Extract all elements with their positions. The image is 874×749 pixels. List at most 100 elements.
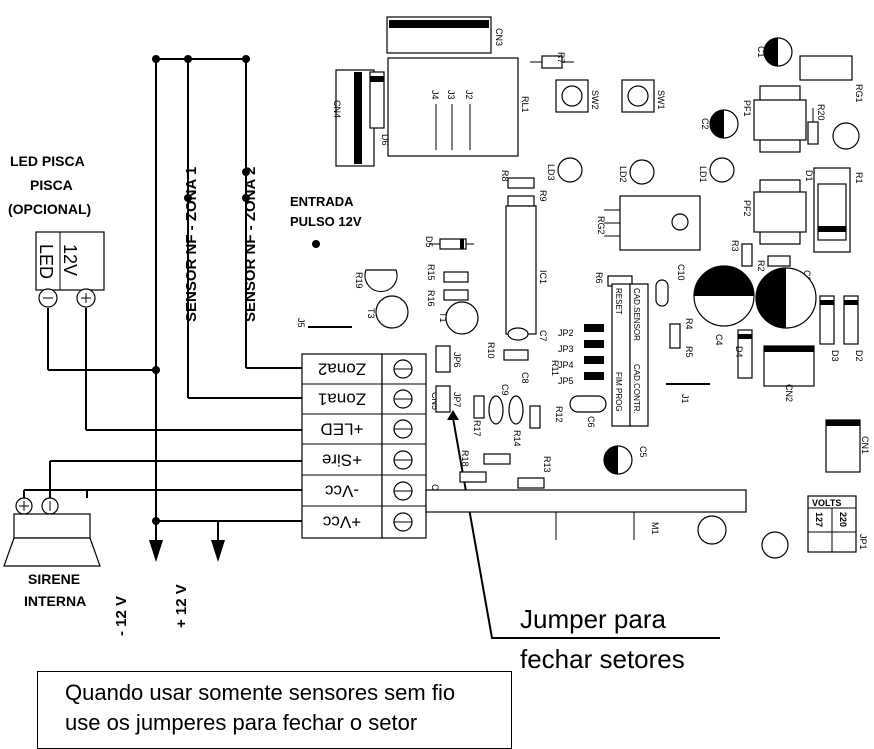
svg-text:D4: D4 bbox=[734, 346, 744, 358]
terminal-screws bbox=[393, 359, 413, 532]
svg-text:J4: J4 bbox=[430, 90, 440, 100]
led-module bbox=[35, 231, 105, 291]
svg-text:VOLTS: VOLTS bbox=[812, 498, 841, 508]
callout-line-1: Jumper para bbox=[520, 604, 666, 634]
svg-text:R11: R11 bbox=[550, 360, 560, 376]
entrada-label-2: PULSO 12V bbox=[290, 214, 362, 229]
svg-text:R15: R15 bbox=[426, 264, 436, 281]
svg-text:IC1: IC1 bbox=[538, 270, 548, 284]
svg-text:R5: R5 bbox=[684, 346, 694, 358]
svg-text:RESET: RESET bbox=[614, 288, 623, 315]
svg-text:RL1: RL1 bbox=[520, 96, 530, 113]
svg-text:JP5: JP5 bbox=[558, 376, 574, 386]
svg-text:C8: C8 bbox=[520, 372, 530, 384]
terminal-sire: +Sire bbox=[322, 451, 362, 470]
ic1-chip bbox=[505, 205, 537, 335]
led-title-3: (OPCIONAL) bbox=[8, 201, 91, 217]
svg-text:CN3: CN3 bbox=[494, 28, 504, 46]
svg-text:M1: M1 bbox=[650, 522, 660, 535]
svg-text:R9: R9 bbox=[538, 190, 548, 202]
sensor-zona1-label: SENSOR NF - ZONA 1 bbox=[183, 167, 200, 322]
svg-text:220: 220 bbox=[838, 512, 848, 527]
svg-text:CN5: CN5 bbox=[430, 392, 440, 410]
svg-text:D2: D2 bbox=[854, 350, 864, 362]
terminal-vcc-neg: -Vcc bbox=[325, 482, 360, 501]
jumper-jp7 bbox=[435, 385, 451, 413]
terminal-block bbox=[301, 353, 383, 539]
svg-text:RG2: RG2 bbox=[596, 216, 606, 235]
svg-text:R14: R14 bbox=[512, 430, 522, 447]
led-title-1: LED PISCA bbox=[10, 153, 85, 169]
svg-text:CN1: CN1 bbox=[860, 436, 870, 454]
entrada-label-1: ENTRADA bbox=[290, 194, 354, 209]
svg-text:R16: R16 bbox=[426, 290, 436, 307]
svg-text:FIM PROG: FIM PROG bbox=[614, 372, 623, 412]
sirene-label-1: SIRENE bbox=[28, 571, 80, 587]
svg-text:R19: R19 bbox=[354, 272, 364, 289]
svg-text:RG1: RG1 bbox=[854, 84, 864, 103]
svg-text:R18: R18 bbox=[460, 450, 470, 467]
svg-text:J2: J2 bbox=[464, 90, 474, 100]
callout-line-2: fechar setores bbox=[520, 644, 685, 674]
led-volt-label: 12V bbox=[60, 244, 80, 276]
svg-text:R20: R20 bbox=[816, 104, 826, 121]
svg-text:JP2: JP2 bbox=[558, 328, 574, 338]
note-line-2: use os jumperes para fechar o setor bbox=[65, 710, 418, 735]
svg-text:D6: D6 bbox=[380, 134, 390, 146]
svg-text:C5: C5 bbox=[638, 446, 648, 458]
svg-text:C1: C1 bbox=[756, 46, 766, 58]
sirene-label-2: INTERNA bbox=[24, 593, 86, 609]
terminal-led: +LED bbox=[321, 420, 364, 439]
svg-text:R13: R13 bbox=[542, 456, 552, 473]
svg-text:D3: D3 bbox=[830, 350, 840, 362]
siren-body bbox=[13, 513, 91, 539]
svg-text:R1: R1 bbox=[854, 172, 864, 184]
svg-text:JP3: JP3 bbox=[558, 344, 574, 354]
svg-text:CAD.SENSOR: CAD.SENSOR bbox=[632, 288, 641, 341]
svg-text:C6: C6 bbox=[586, 416, 596, 428]
sensor-zona2-label: SENSOR NF - ZONA 2 bbox=[242, 167, 259, 322]
minus-12v-label: - 12 V bbox=[113, 596, 130, 636]
relay-rl1 bbox=[387, 57, 519, 157]
svg-text:CN2: CN2 bbox=[784, 384, 794, 402]
svg-text:LD2: LD2 bbox=[618, 166, 628, 183]
svg-text:LD1: LD1 bbox=[698, 166, 708, 183]
svg-text:JP4: JP4 bbox=[558, 360, 574, 370]
svg-text:R10: R10 bbox=[486, 342, 496, 359]
svg-text:J3: J3 bbox=[446, 90, 456, 100]
svg-text:LD3: LD3 bbox=[546, 164, 556, 181]
svg-text:PF1: PF1 bbox=[742, 100, 752, 117]
plus-12v-label: + 12 V bbox=[173, 584, 190, 628]
svg-text:127: 127 bbox=[814, 512, 824, 527]
svg-text:JP1: JP1 bbox=[858, 534, 868, 550]
note-box: Quando usar somente sensores sem fio use… bbox=[37, 671, 512, 749]
pulse-input-dot bbox=[312, 240, 320, 248]
svg-text:J1: J1 bbox=[680, 394, 690, 404]
led-body-label: LED bbox=[36, 244, 56, 279]
svg-text:JP6: JP6 bbox=[452, 352, 462, 368]
svg-text:JP7: JP7 bbox=[452, 392, 462, 408]
svg-text:PF2: PF2 bbox=[742, 200, 752, 217]
svg-text:D1: D1 bbox=[804, 170, 814, 182]
svg-text:R8: R8 bbox=[500, 170, 510, 182]
svg-text:SW2: SW2 bbox=[590, 90, 600, 110]
svg-text:T3: T3 bbox=[366, 308, 376, 319]
svg-text:C2: C2 bbox=[700, 118, 710, 130]
svg-text:C4: C4 bbox=[714, 334, 724, 346]
svg-text:C10: C10 bbox=[676, 264, 686, 281]
svg-text:SW1: SW1 bbox=[656, 90, 666, 110]
jumper-header-jp2-jp5 bbox=[584, 324, 604, 380]
svg-text:J5: J5 bbox=[296, 318, 306, 328]
terminal-zona2: Zona2 bbox=[318, 360, 366, 379]
jumper-jp6 bbox=[435, 345, 451, 373]
led-title-2: PISCA bbox=[30, 177, 73, 193]
svg-text:C7: C7 bbox=[538, 330, 548, 342]
svg-text:R2: R2 bbox=[756, 260, 766, 272]
svg-text:D5: D5 bbox=[424, 236, 434, 248]
svg-text:CN4: CN4 bbox=[332, 100, 342, 118]
svg-text:R17: R17 bbox=[472, 420, 482, 437]
note-line-1: Quando usar somente sensores sem fio bbox=[65, 680, 456, 705]
svg-text:R12: R12 bbox=[554, 406, 564, 423]
svg-text:T1: T1 bbox=[438, 312, 448, 323]
